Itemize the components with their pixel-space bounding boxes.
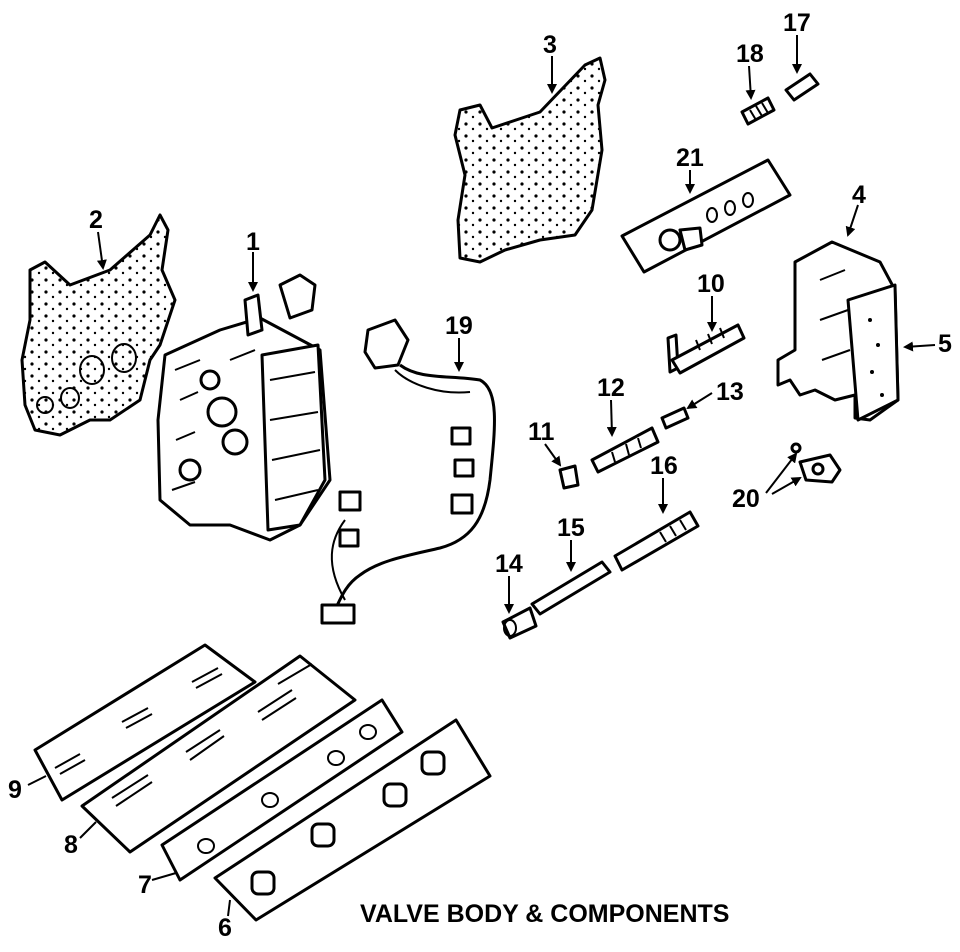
valve-body-assembly xyxy=(156,273,332,542)
callout-3: 3 xyxy=(543,31,557,59)
diagram-title: VALVE BODY & COMPONENTS xyxy=(360,900,730,928)
accumulator-housing xyxy=(776,240,900,422)
spring-kit-9 xyxy=(33,643,257,802)
callout-1: 1 xyxy=(246,228,260,256)
callout-5: 5 xyxy=(938,330,952,358)
plug-kit-6 xyxy=(213,718,492,922)
plug-kit-7 xyxy=(160,698,404,882)
kit-box-21 xyxy=(620,158,792,274)
spring-18 xyxy=(740,96,776,126)
valve-16 xyxy=(613,510,700,572)
valve-17 xyxy=(784,72,820,102)
separator-plate-left xyxy=(20,213,177,437)
wiring-harness xyxy=(320,318,496,625)
callout-14: 14 xyxy=(495,550,523,578)
callout-13: 13 xyxy=(716,378,744,406)
callout-7: 7 xyxy=(138,871,152,899)
callout-8: 8 xyxy=(64,831,78,859)
callout-11: 11 xyxy=(528,418,555,446)
callout-9: 9 xyxy=(8,776,22,804)
callout-6: 6 xyxy=(218,914,232,942)
callout-18: 18 xyxy=(736,40,764,68)
plug-14 xyxy=(501,606,538,640)
pin-13 xyxy=(660,406,690,430)
callout-21: 21 xyxy=(676,144,704,172)
callout-12: 12 xyxy=(597,374,625,402)
leader-lines xyxy=(27,35,936,917)
part-10 xyxy=(666,323,746,375)
callout-4: 4 xyxy=(852,181,866,209)
separator-plate-upper xyxy=(453,56,607,264)
callout-19: 19 xyxy=(445,312,473,340)
callout-10: 10 xyxy=(697,270,725,298)
callout-15: 15 xyxy=(557,514,585,542)
spring-kit-8 xyxy=(80,654,357,854)
callout-2: 2 xyxy=(89,206,103,234)
callout-20: 20 xyxy=(732,485,760,513)
sensor-20 xyxy=(790,442,842,484)
callout-17: 17 xyxy=(783,9,811,37)
rod-15 xyxy=(530,560,612,616)
valve-12 xyxy=(590,426,660,474)
plug-11 xyxy=(558,464,580,490)
callout-16: 16 xyxy=(650,452,678,480)
